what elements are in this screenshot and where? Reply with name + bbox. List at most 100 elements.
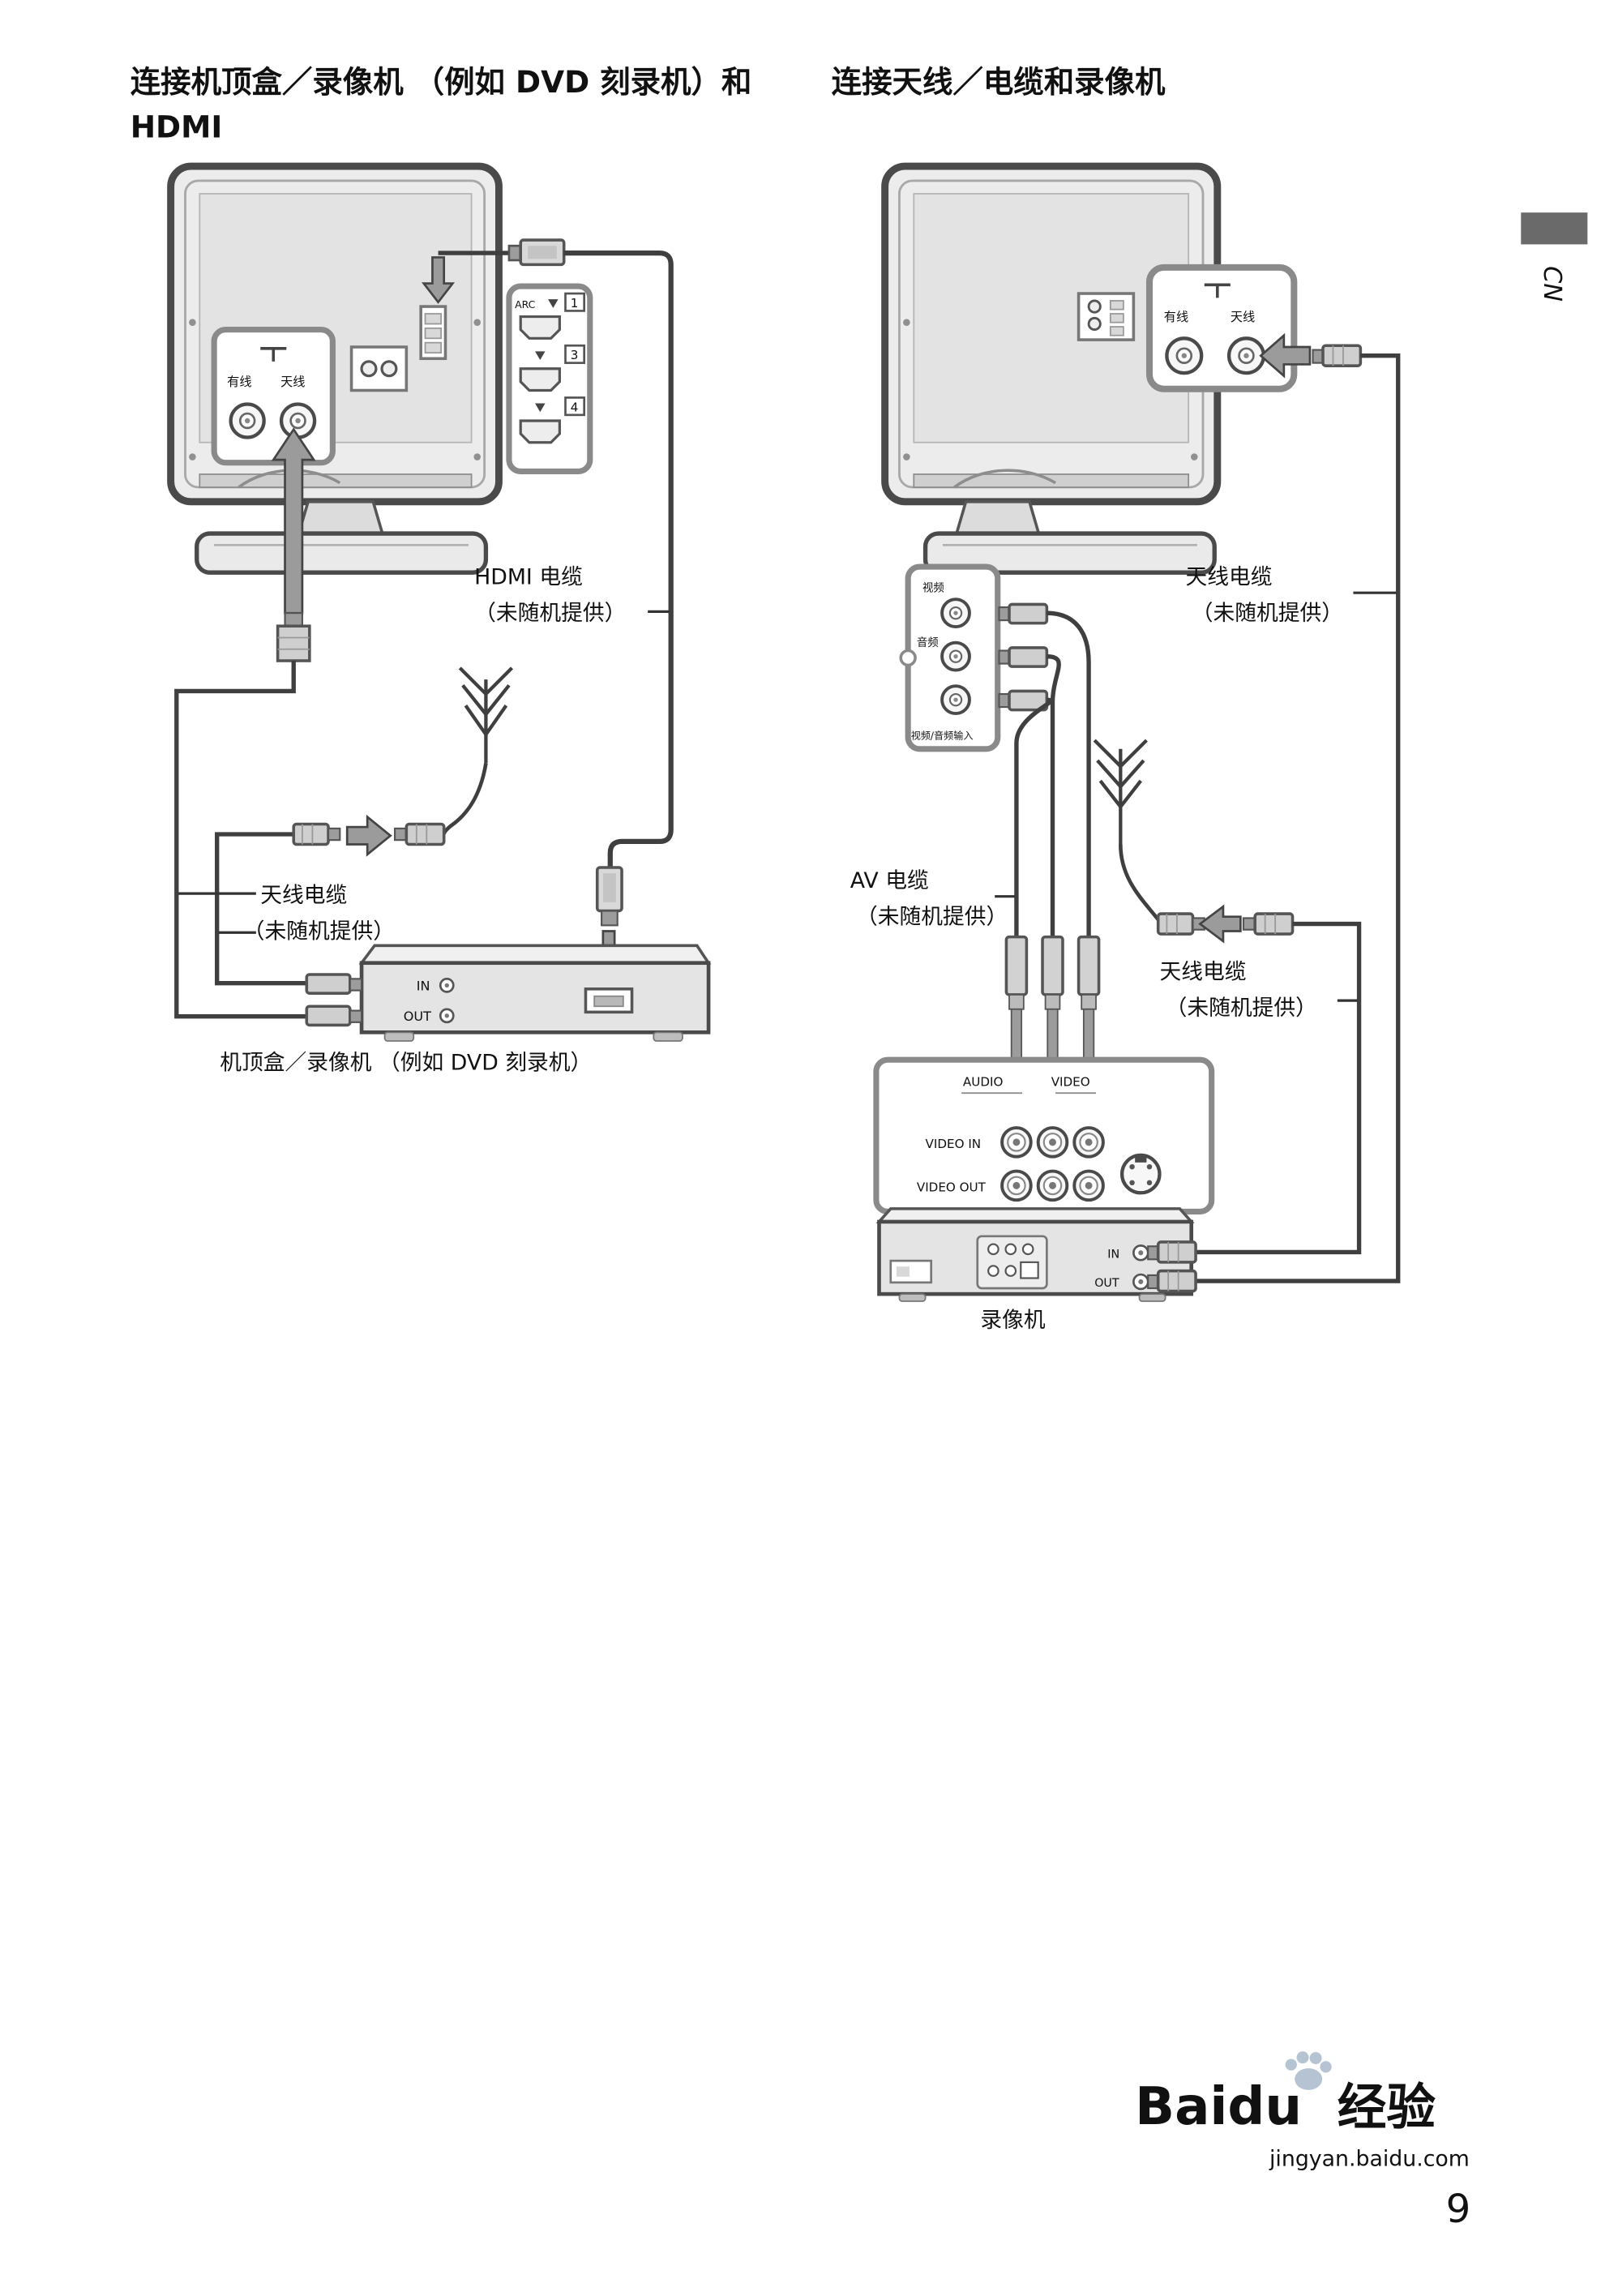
arrow-right-icon [345,814,392,857]
watermark-url: jingyan.baidu.com [1269,2146,1470,2171]
tv-left-aux-connectors [349,305,447,392]
antenna-cable-path-aerial [1196,921,1362,1255]
hdmi-arc-label: ARC [515,298,536,311]
diagram-right: 连接天线／电缆和录像机 [832,64,1401,1333]
arrow-left-icon [1198,904,1242,944]
tv-left-antenna-panel: 有线 天线 [211,327,336,466]
stb-in-plug [305,973,363,995]
left-title-line1: 连接机顶盒／录像机 （例如 DVD 刻录机）和 [131,64,752,100]
stb-in-label: IN [417,979,430,994]
hdmi-port-3-label: 3 [571,348,579,362]
coax-join-assembly-right [1156,904,1295,944]
antenna-cable-bottom-label-line2: （未随机提供） [1166,996,1317,1021]
hdmi-port-icon [519,315,561,340]
av-input-label: 视频/音频输入 [911,729,974,741]
page-number: 9 [1446,2187,1471,2232]
s-video-jack-icon [1119,1153,1162,1195]
tv-right-stand-base [922,531,1217,575]
antenna-cable-label-line2: （未随机提供） [243,919,395,944]
vcr-in-plug [1147,1240,1197,1264]
vcr-in-label: IN [1107,1249,1119,1262]
aerial-antenna-icon [442,666,514,835]
tv-left-antenna-jack-label: 天线 [280,375,305,389]
coax-connector-up [276,612,311,662]
antenna-cable-path-in [215,832,307,986]
antenna-cable-path-tv [1196,353,1401,1283]
tv-left-stand-base [195,531,489,575]
tv-left-stand-neck [296,500,386,538]
av-plugs-left [998,602,1049,712]
hdmi-cable-path [563,250,674,868]
rf-jack-antenna-icon [1226,336,1266,375]
vcr-video-out-label: VIDEO OUT [917,1180,987,1195]
aerial-antenna-icon [1093,739,1160,921]
av-audio-label: 音频 [917,636,939,649]
av-cable-path-3 [1014,697,1053,940]
arrow-left-icon [1259,332,1312,379]
vcr-rear-panel: AUDIO VIDEO VIDEO IN VIDEO OUT [873,1056,1215,1215]
rf-jack-cable-icon [229,402,266,439]
watermark-brand: Baidu [1135,2076,1302,2137]
av-cable-label-line1: AV 电缆 [850,868,929,893]
vcr-connector-cluster [976,1235,1048,1290]
hdmi-cable-label-line2: （未随机提供） [474,601,626,626]
right-caption: 录像机 [980,1308,1046,1333]
vcr-audio-label: AUDIO [963,1074,1004,1089]
hdmi-port-4-label: 4 [571,400,579,414]
side-language-label: CN [1538,266,1566,302]
section-tab [1521,212,1588,245]
rca-jack-row-out [1000,1169,1105,1202]
vcr-out-plug [1147,1269,1197,1293]
hdmi-cable-label-line1: HDMI 电缆 [474,564,583,589]
watermark: Baidu 经验 jingyan.baidu.com [1135,2051,1470,2171]
triangle-down-icon [535,403,546,413]
tv-left-cable-jack-label: 有线 [227,375,251,389]
stb-out-label: OUT [404,1009,431,1024]
antenna-cable-path-out [174,661,307,1019]
stb-hdmi-port [584,987,634,1014]
tv-right-stand-neck [953,500,1042,538]
tv-right-cable-swoosh [953,469,1056,489]
diagram-left: 连接机顶盒／录像机 （例如 DVD 刻录机）和 HDMI 有线 天线 [131,64,752,1076]
rca-plugs-down [1004,935,1101,1060]
right-title: 连接天线／电缆和录像机 [832,64,1166,100]
arrow-up-icon [271,427,316,615]
coax-connector-tv [1312,344,1363,367]
tv-right-antenna-panel: 有线 天线 [1145,263,1312,392]
antenna-cable-top-label-line1: 天线电缆 [1186,564,1273,589]
hdmi-plug-top [422,238,566,304]
vcr-out-label: OUT [1094,1277,1119,1290]
av-video-label: 视频 [922,581,944,594]
set-top-box: IN OUT [305,944,712,1042]
arrow-down-icon [422,256,456,304]
hdmi-port-icon [519,419,561,444]
paw-icon [1285,2051,1332,2090]
tv-right-antenna-jack-label: 天线 [1231,310,1255,324]
antenna-cable-label-line1: 天线电缆 [260,883,347,908]
left-caption: 机顶盒／录像机 （例如 DVD 刻录机） [220,1051,592,1076]
rf-jack-antenna-icon [279,402,317,439]
vcr-unit: IN OUT [875,1207,1197,1302]
tv-right-aux-connectors [1077,292,1136,341]
triangle-down-icon [548,299,559,308]
vcr-video-label: VIDEO [1051,1074,1090,1089]
left-title-line2: HDMI [131,109,223,144]
vcr-video-in-label: VIDEO IN [926,1137,982,1151]
rca-jack-row-in [1000,1126,1105,1159]
av-cable-label-line2: （未随机提供） [856,905,1008,930]
rf-jack-cable-icon [1165,336,1204,375]
tv-right-av-panel: 视频 音频 视频/音频输入 [899,563,1001,752]
triangle-down-icon [535,351,546,361]
coax-join-assembly [292,814,446,857]
antenna-cable-top-label-line2: （未随机提供） [1192,601,1343,626]
stb-out-plug [305,1004,363,1027]
tv-left-hdmi-panel: ARC 1 3 4 [506,283,593,474]
tv-right [881,162,1222,575]
tv-right-cable-jack-label: 有线 [1164,310,1188,324]
av-cable-path-1 [1047,610,1091,940]
hdmi-port-icon [519,367,561,392]
antenna-cable-bottom-label-line1: 天线电缆 [1159,959,1246,984]
watermark-brand-suffix: 经验 [1338,2080,1436,2136]
